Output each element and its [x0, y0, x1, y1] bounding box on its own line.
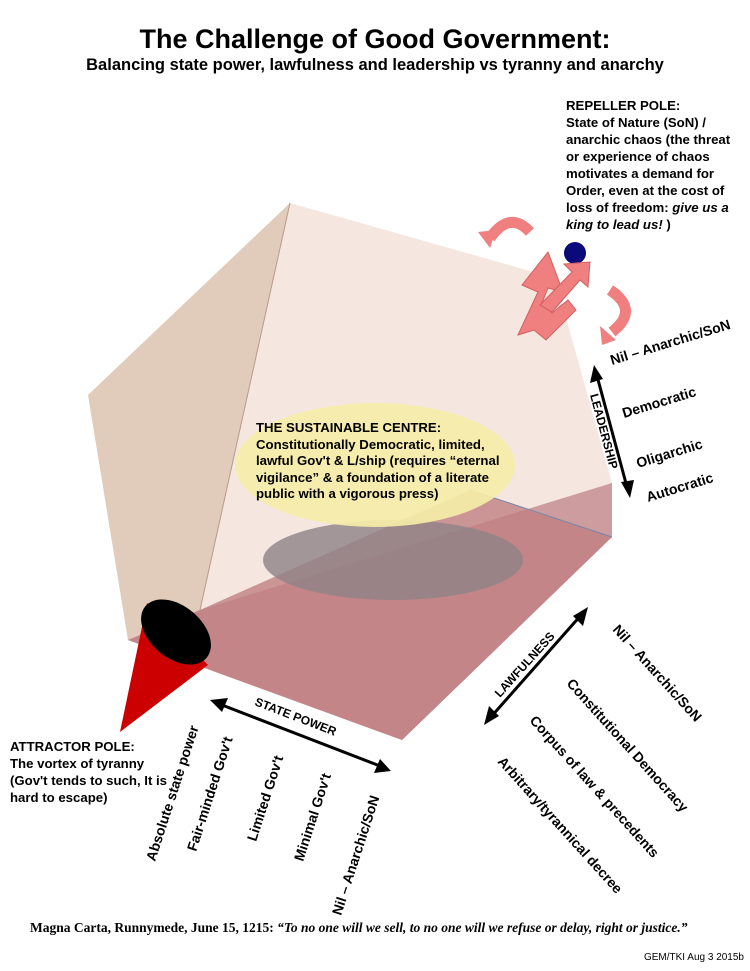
repeller-dot: [564, 242, 586, 264]
vortex-cone-opening: [141, 599, 211, 665]
page-title: The Challenge of Good Government:: [139, 24, 611, 54]
repeller-split-arrow: [517, 250, 591, 341]
lawfulness-axis-line: [488, 613, 584, 719]
attractor-pole-label: ATTRACTOR POLE: The vortex of tyranny (G…: [10, 738, 170, 806]
state-power-level-5: Nil – Anarchic/SoN: [329, 793, 383, 917]
centre-ellipse: [235, 403, 515, 527]
lawfulness-level-1: Nil – Anarchic/SoN: [610, 621, 705, 724]
cube-edge: [199, 202, 291, 611]
repeller-tail: ): [662, 217, 671, 232]
repeller-pole-label: REPELLER POLE: State of Nature (SoN) / a…: [566, 97, 746, 233]
lawfulness-level-3: Corpus of law & precedents: [527, 712, 663, 860]
repeller-text: State of Nature (SoN) / anarchic chaos (…: [566, 115, 731, 215]
leadership-level-2: Democratic: [620, 383, 698, 421]
attractor-text: The vortex of tyranny (Gov't tends to su…: [10, 756, 168, 805]
state-power-level-3: Limited Gov't: [244, 753, 287, 843]
leadership-level-3: Oligarchic: [634, 435, 704, 470]
repeller-arrowhead: [478, 230, 496, 248]
quote-source: Magna Carta, Runnymede, June 15, 1215:: [30, 920, 278, 935]
vortex-cone: [120, 603, 208, 732]
state-power-axis-arrowhead: [210, 698, 228, 712]
leadership-level-4: Autocratic: [644, 469, 715, 505]
lawfulness-level-4: Arbitrary/tyrannical decree: [495, 753, 626, 896]
state-power-axis-arrowhead: [374, 759, 391, 773]
repeller-italic: give us a king to lead us!: [566, 200, 729, 232]
quote-text: “To no one will we sell, to no one will …: [277, 920, 688, 935]
state-power-axis-line: [221, 703, 381, 768]
attractor-heading: ATTRACTOR POLE:: [10, 739, 135, 754]
lawfulness-axis-arrowhead: [573, 607, 588, 626]
state-power-level-4: Minimal Gov't: [291, 771, 335, 863]
repeller-heading: REPELLER POLE:: [566, 98, 681, 113]
page-subtitle: Balancing state power, lawfulness and le…: [86, 56, 664, 74]
credit-line: GEM/TKI Aug 3 2015b: [643, 952, 744, 963]
magna-carta-quote: Magna Carta, Runnymede, June 15, 1215: “…: [30, 920, 750, 936]
shadow-ellipse: [263, 520, 523, 600]
leadership-axis-line: [595, 375, 629, 488]
leadership-axis-arrowhead: [590, 365, 603, 383]
sustainable-centre-label: THE SUSTAINABLE CENTRE: Constitutionally…: [256, 420, 506, 503]
cube-left-face: [88, 203, 290, 640]
repeller-arrowhead: [600, 326, 616, 345]
centre-text: Constitutionally Democratic, limited, la…: [256, 436, 500, 502]
lawfulness-axis-arrowhead: [484, 706, 499, 725]
centre-heading: THE SUSTAINABLE CENTRE:: [256, 420, 442, 435]
leadership-axis-arrowhead: [621, 480, 634, 498]
